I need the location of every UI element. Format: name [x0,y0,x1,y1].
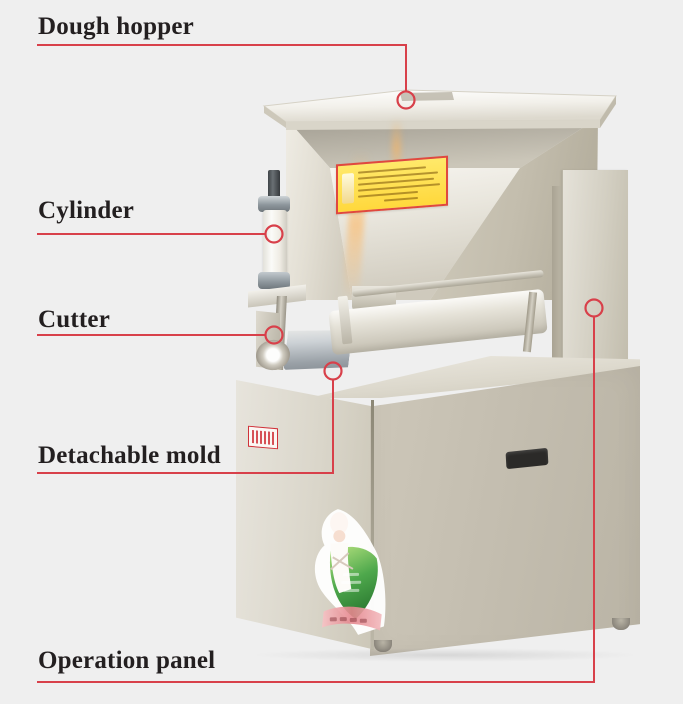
base-front-panel [370,366,640,656]
callout-label-dough-hopper: Dough hopper [38,13,194,40]
operation-panel-box[interactable] [562,170,628,370]
callout-label-operation-panel: Operation panel [38,647,216,674]
cylinder-bottom-cap [258,272,290,289]
callout-label-cylinder: Cylinder [38,197,135,224]
glare-streak-2 [392,118,401,178]
callout-label-detachable-mold: Detachable mold [38,442,221,469]
cylinder-top-cap [258,196,290,212]
pneumatic-cylinder [263,210,287,274]
warning-icon [342,172,354,204]
warning-label [336,155,448,215]
callout-label-cutter: Cutter [38,306,111,333]
floor-shadow [250,648,640,662]
chef-brand-sticker [314,509,386,635]
red-inspection-sticker [248,425,278,450]
leveling-foot [612,618,630,630]
cylinder-piston-rod [268,170,280,204]
